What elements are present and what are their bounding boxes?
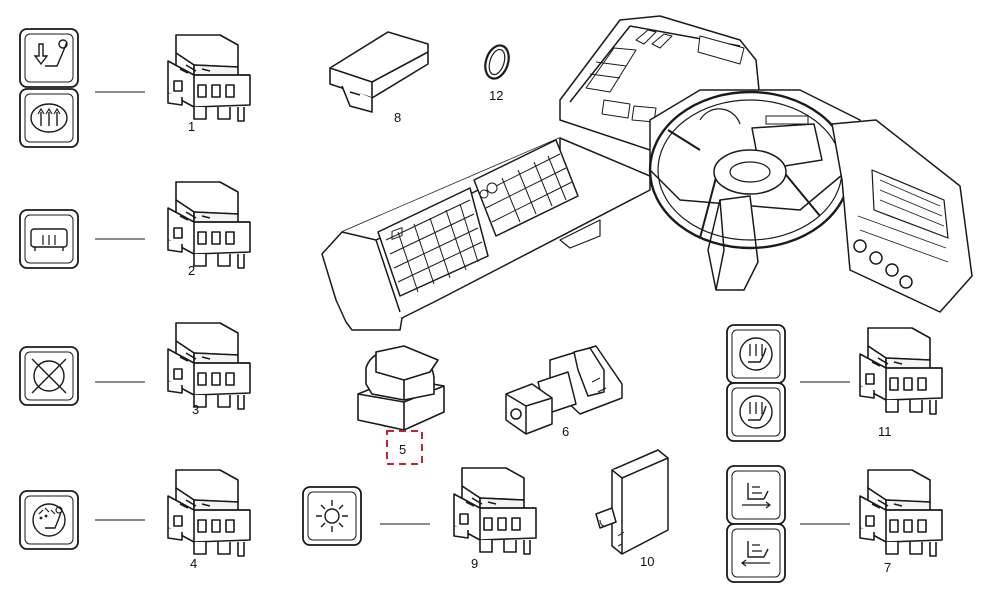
part-label-5: 5 bbox=[399, 442, 406, 457]
part-label-12: 12 bbox=[489, 88, 503, 103]
switch-2-symbol-ventilation-icon bbox=[19, 209, 79, 269]
highlight-box-5 bbox=[386, 430, 423, 465]
rocker-switch-11 bbox=[859, 327, 943, 415]
part-label-7: 7 bbox=[884, 560, 891, 575]
rocker-switch-7 bbox=[859, 469, 943, 557]
switch-7-symbol-seat-adjust-icon-2 bbox=[726, 523, 786, 583]
part-label-11: 11 bbox=[878, 424, 892, 439]
switch-4-symbol-recirculation-icon bbox=[19, 490, 79, 550]
part-label-1: 1 bbox=[188, 119, 195, 134]
sensor-module-6 bbox=[505, 345, 623, 435]
part-label-10: 10 bbox=[640, 554, 654, 569]
rocker-switch-3 bbox=[167, 322, 251, 410]
part-label-2: 2 bbox=[188, 263, 195, 278]
part-label-9: 9 bbox=[471, 556, 478, 571]
rocker-switch-4 bbox=[167, 469, 251, 557]
switch-3-symbol-crossed-fan-icon bbox=[19, 346, 79, 406]
rocker-switch-2 bbox=[167, 181, 251, 269]
part-label-6: 6 bbox=[562, 424, 569, 439]
o-ring-12 bbox=[484, 44, 510, 80]
switch-11-symbol-seat-heat-icon-2 bbox=[726, 382, 786, 442]
rotary-switch-5 bbox=[357, 345, 445, 431]
rocker-switch-1 bbox=[167, 34, 251, 122]
part-label-3: 3 bbox=[192, 402, 199, 417]
control-module-10 bbox=[595, 449, 669, 555]
switch-1-symbol-rear-heater-icon bbox=[19, 88, 79, 148]
switch-7-symbol-seat-adjust-icon bbox=[726, 465, 786, 525]
part-label-8: 8 bbox=[394, 110, 401, 125]
switch-1-symbol-air-down-icon bbox=[19, 28, 79, 88]
part-label-4: 4 bbox=[190, 556, 197, 571]
rocker-switch-9 bbox=[453, 467, 537, 555]
switch-9-symbol-sun-icon bbox=[302, 486, 362, 546]
dashboard-assembly bbox=[321, 15, 973, 331]
cover-plug-8 bbox=[329, 31, 429, 113]
switch-11-symbol-seat-heat-icon bbox=[726, 324, 786, 384]
